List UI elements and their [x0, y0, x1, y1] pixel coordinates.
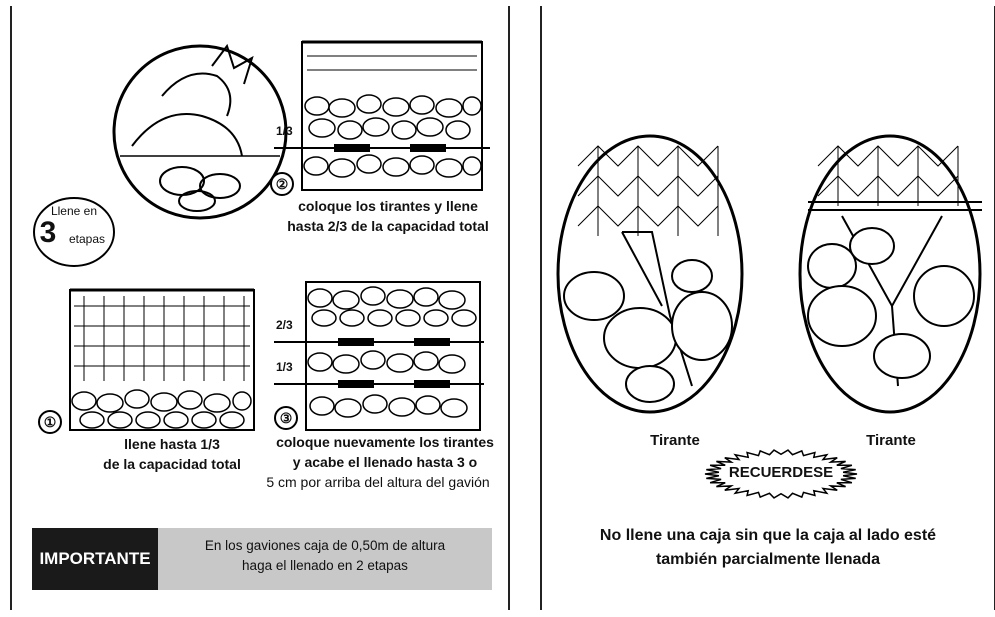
left-instruction-panel: Llene en 3 etapas 1/3 ② coloque los tira…: [10, 6, 510, 610]
important-text-1: En los gaviones caja de 0,50m de altura: [158, 538, 492, 555]
tie-wire-illustration-right: [800, 136, 982, 412]
tie-wire-illustration-left: [558, 136, 742, 412]
important-label: IMPORTANTE: [32, 528, 158, 590]
important-text-box: En los gaviones caja de 0,50m de altura …: [158, 528, 492, 590]
step3-caption-3: 5 cm por arriba del altura del gavión: [248, 474, 508, 492]
gabion-step2: [274, 42, 490, 190]
recuerdese-label: RECUERDESE: [716, 464, 846, 483]
right-instruction-panel: Tirante Tirante RECUERDESE No llene una …: [540, 6, 995, 610]
step1-number: ①: [38, 410, 62, 434]
tirante-right-label: Tirante: [846, 432, 936, 451]
step3-fraction-bottom: 1/3: [276, 360, 293, 374]
step2-caption-2: hasta 2/3 de la capacidad total: [268, 218, 508, 236]
gabion-step1: [70, 290, 254, 430]
hands-filling-illustration: [114, 46, 286, 218]
important-text-2: haga el llenado en 2 etapas: [158, 558, 492, 575]
step2-fraction: 1/3: [276, 124, 293, 138]
step1-caption-2: de la capacidad total: [52, 456, 292, 474]
step3-caption-2: y acabe el llenado hasta 3 o: [262, 454, 508, 472]
step3-fraction-top: 2/3: [276, 318, 293, 332]
tirante-left-label: Tirante: [630, 432, 720, 451]
gabion-step3: [274, 282, 484, 430]
step1-caption-1: llene hasta 1/3: [52, 436, 292, 454]
badge-number: 3: [34, 218, 62, 248]
note-line-1: No llene una caja sin que la caja al lad…: [542, 526, 994, 546]
step3-number: ③: [274, 406, 298, 430]
badge-line2: etapas: [62, 232, 112, 247]
step2-number: ②: [270, 172, 294, 196]
right-illustrations: [542, 6, 994, 610]
step2-caption-1: coloque los tirantes y llene: [280, 198, 496, 216]
left-illustrations: [12, 6, 508, 610]
note-line-2: también parcialmente llenada: [542, 550, 994, 570]
step3-caption-1: coloque nuevamente los tirantes: [262, 434, 508, 452]
